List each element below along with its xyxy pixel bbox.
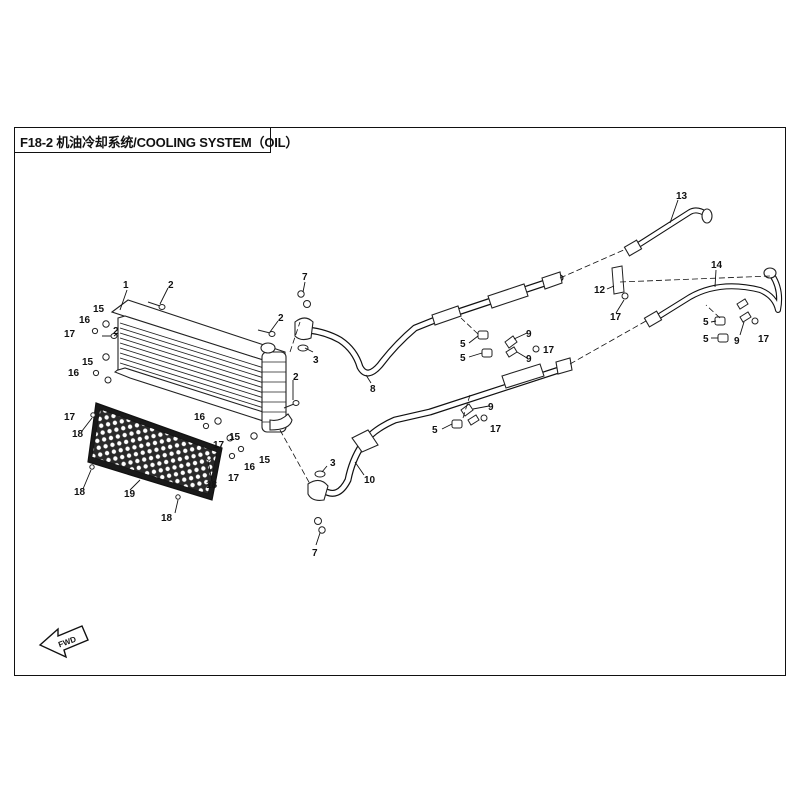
oil-hose-8 — [294, 271, 564, 377]
callout-15: 15 — [93, 304, 105, 315]
callout-15: 15 — [82, 357, 94, 368]
callout-9: 9 — [488, 402, 494, 413]
callout-12: 12 — [594, 285, 606, 296]
callout-13: 13 — [676, 191, 688, 202]
callout-2: 2 — [278, 313, 284, 324]
callouts: 1 2 2 2 2 3 3 5 5 5 5 5 7 7 8 9 9 9 9 10… — [64, 191, 770, 559]
callout-5: 5 — [460, 353, 466, 364]
callout-16: 16 — [244, 462, 256, 473]
callout-16: 16 — [194, 412, 206, 423]
callout-2: 2 — [113, 326, 119, 337]
callout-18: 18 — [72, 429, 84, 440]
diagram-frame — [14, 127, 786, 676]
callout-5: 5 — [432, 425, 438, 436]
assembly-guide-lines — [279, 248, 771, 485]
callout-2: 2 — [168, 280, 174, 291]
callout-17: 17 — [213, 440, 225, 451]
callout-7: 7 — [302, 272, 308, 283]
fwd-arrow: FWD — [38, 625, 89, 659]
leader-lines — [81, 199, 745, 546]
oil-pipe-13 — [623, 207, 713, 257]
callout-3: 3 — [330, 458, 336, 469]
callout-15: 15 — [259, 455, 271, 466]
callout-5: 5 — [703, 334, 709, 345]
oil-cooler — [110, 299, 293, 433]
bolt-2-top — [147, 301, 166, 310]
callout-16: 16 — [68, 368, 80, 379]
callout-16: 16 — [79, 315, 91, 326]
callout-7: 7 — [312, 548, 318, 559]
bolt-2-right — [283, 400, 300, 409]
callout-17: 17 — [64, 329, 76, 340]
oil-hose-10 — [307, 357, 573, 501]
callout-17: 17 — [490, 424, 502, 435]
callout-3: 3 — [313, 355, 319, 366]
callout-9: 9 — [526, 354, 532, 365]
callout-18: 18 — [161, 513, 173, 524]
oil-pipe-14 — [643, 267, 783, 328]
callout-15: 15 — [229, 432, 241, 443]
callout-17: 17 — [64, 412, 76, 423]
callout-5: 5 — [460, 339, 466, 350]
page-title: F18-2 机油冷却系统/COOLING SYSTEM（OIL） — [20, 135, 299, 150]
callout-17: 17 — [228, 473, 240, 484]
callout-1: 1 — [123, 280, 129, 291]
callout-5: 5 — [703, 317, 709, 328]
callout-17: 17 — [543, 345, 555, 356]
callout-14: 14 — [711, 260, 723, 271]
callout-9: 9 — [526, 329, 532, 340]
callout-8: 8 — [370, 384, 376, 395]
bolt-2-mid — [257, 329, 276, 337]
callout-10: 10 — [364, 475, 376, 486]
cooler-fins — [117, 315, 283, 419]
mesh-guard — [87, 402, 223, 501]
callout-18: 18 — [206, 480, 218, 491]
title-box — [14, 127, 271, 153]
callout-17: 17 — [610, 312, 622, 323]
callout-2: 2 — [293, 372, 299, 383]
callout-17: 17 — [758, 334, 770, 345]
callout-18: 18 — [74, 487, 86, 498]
callout-9: 9 — [734, 336, 740, 347]
callout-19: 19 — [124, 489, 136, 500]
